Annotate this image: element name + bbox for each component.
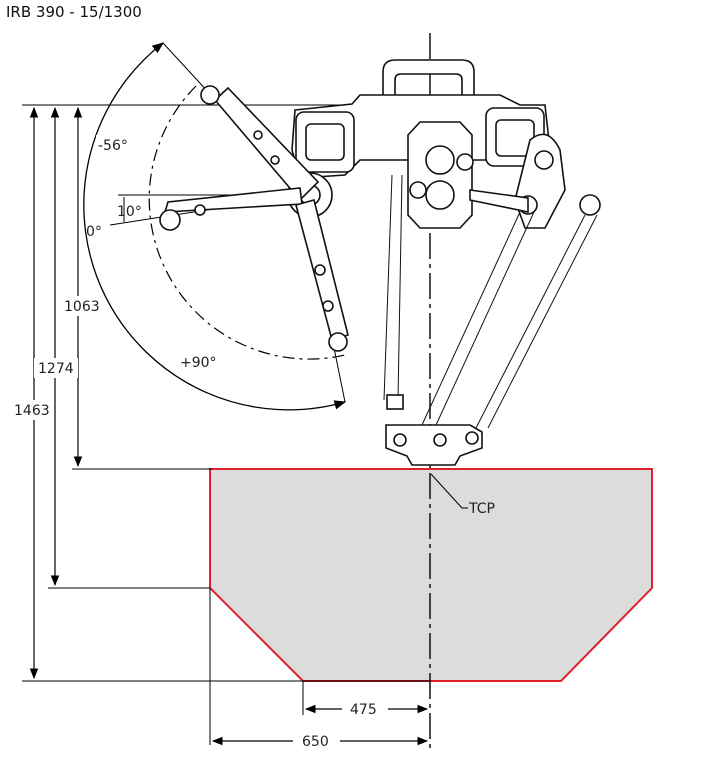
- tcp-leader: [430, 473, 463, 509]
- angle-label-0: 0°: [86, 224, 102, 240]
- work-envelope: [209, 468, 653, 682]
- dim-label-475: 475: [350, 702, 377, 718]
- angle-label-10: 10°: [117, 204, 142, 220]
- robot-illustration: [159, 59, 601, 466]
- angle-label-pos90: +90°: [180, 355, 217, 371]
- dim-label-1463: 1463: [14, 403, 50, 419]
- dim-label-1063: 1063: [64, 299, 100, 315]
- tcp-label: TCP: [468, 501, 495, 517]
- angle-label-neg56: -56°: [98, 138, 128, 154]
- dim-label-650: 650: [302, 734, 329, 750]
- dim-label-1274: 1274: [38, 361, 74, 377]
- diagram-title: IRB 390 - 15/1300: [6, 3, 142, 21]
